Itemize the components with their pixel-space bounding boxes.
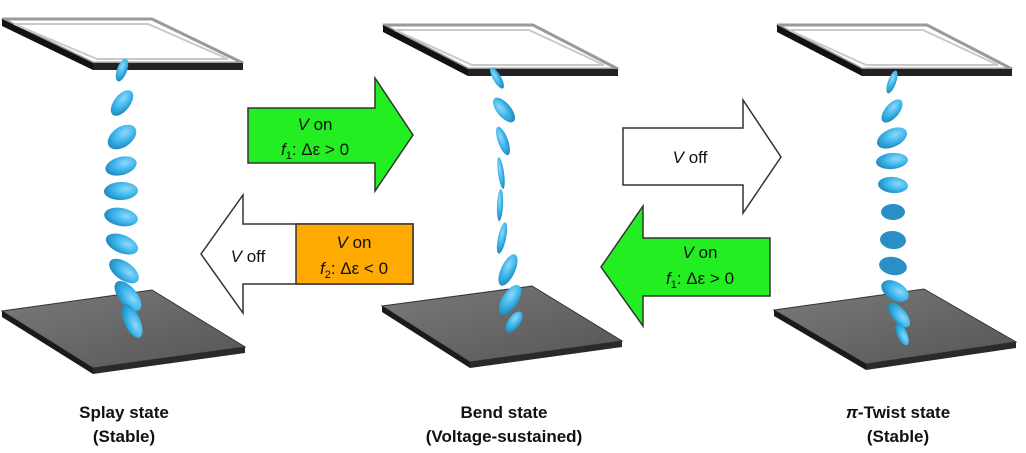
molecule (879, 256, 907, 276)
molecule (881, 99, 903, 123)
twist-molecules (876, 70, 911, 346)
svg-text:V on: V on (298, 115, 333, 134)
bottom-substrate (772, 288, 1018, 370)
off-label: off (242, 247, 266, 266)
molecule (895, 322, 909, 346)
svg-text:V on: V on (683, 243, 718, 262)
bend-cell (380, 23, 624, 368)
molecule (104, 207, 138, 227)
state-title: -Twist state (858, 403, 950, 422)
on-label: on (348, 233, 372, 252)
frequency-symbol: f (320, 259, 327, 278)
bottom-substrate (0, 289, 247, 374)
molecule (881, 280, 909, 302)
molecule (105, 156, 137, 176)
molecule (114, 281, 142, 311)
svg-text:f2: Δε < 0: f2: Δε < 0 (320, 259, 388, 281)
state-subtitle: (Stable) (93, 427, 155, 446)
molecule (505, 311, 523, 333)
molecule (881, 204, 905, 220)
state-subtitle: (Voltage-sustained) (426, 427, 582, 446)
on-label: on (694, 243, 718, 262)
caption-bend: Bend state (Voltage-sustained) (426, 403, 582, 446)
molecule (877, 127, 907, 149)
molecule (104, 181, 138, 201)
arrow-bend-to-twist: V off (622, 97, 782, 216)
arrow-twist-to-bend: V on f1: Δε > 0 (600, 203, 771, 329)
svg-text:f1: Δε > 0: f1: Δε > 0 (666, 269, 734, 291)
molecule (107, 124, 137, 150)
molecule (496, 189, 504, 221)
voltage-symbol: V (673, 148, 686, 167)
dielectric-condition: : Δε > 0 (292, 140, 349, 159)
molecule (498, 254, 518, 286)
molecule (876, 152, 908, 170)
voltage-symbol: V (337, 233, 350, 252)
frequency-subscript: 1 (286, 150, 292, 162)
arrow-bend-to-splay: V off V on f2: Δε < 0 (200, 192, 414, 316)
molecule (496, 222, 508, 254)
dielectric-condition: : Δε > 0 (677, 269, 734, 288)
top-plate (382, 23, 619, 76)
molecule (121, 304, 143, 338)
bottom-substrate (380, 285, 624, 368)
splay-cell (0, 17, 247, 374)
dielectric-condition: : Δε < 0 (331, 259, 388, 278)
on-label: on (309, 115, 333, 134)
molecule (492, 97, 516, 123)
splay-molecules (104, 58, 143, 338)
molecule (109, 258, 139, 284)
svg-text:V on: V on (337, 233, 372, 252)
molecule (110, 90, 134, 116)
voltage-symbol: V (298, 115, 311, 134)
frequency-symbol: f (666, 269, 673, 288)
frequency-symbol: f (281, 140, 288, 159)
frequency-subscript: 2 (325, 269, 331, 281)
arrow-splay-to-bend: V on f1: Δε > 0 (247, 75, 414, 194)
molecule (880, 230, 906, 250)
voltage-symbol: V (231, 247, 244, 266)
molecule (497, 157, 505, 189)
caption-splay: Splay state (Stable) (79, 403, 169, 446)
molecule (498, 284, 522, 316)
top-plate (1, 17, 244, 70)
svg-text:f1: Δε > 0: f1: Δε > 0 (281, 140, 349, 162)
molecule (496, 126, 510, 156)
state-title: Splay state (79, 403, 169, 422)
svg-text:π-Twist state: π-Twist state (846, 403, 950, 422)
bend-molecules (490, 67, 523, 333)
molecule (105, 233, 139, 255)
twist-cell (772, 23, 1018, 370)
frequency-subscript: 1 (671, 279, 677, 291)
molecule (886, 70, 898, 94)
caption-twist: π-Twist state (Stable) (846, 403, 950, 446)
voltage-symbol: V (683, 243, 696, 262)
molecule (887, 302, 911, 328)
molecule (490, 67, 504, 89)
state-subtitle: (Stable) (867, 427, 929, 446)
state-title: Bend state (461, 403, 548, 422)
pi-symbol: π (846, 403, 859, 422)
top-plate (776, 23, 1013, 76)
svg-text:V off: V off (673, 148, 708, 167)
molecule (115, 58, 129, 82)
svg-text:V off: V off (231, 247, 266, 266)
molecule (878, 176, 908, 194)
off-label: off (684, 148, 708, 167)
